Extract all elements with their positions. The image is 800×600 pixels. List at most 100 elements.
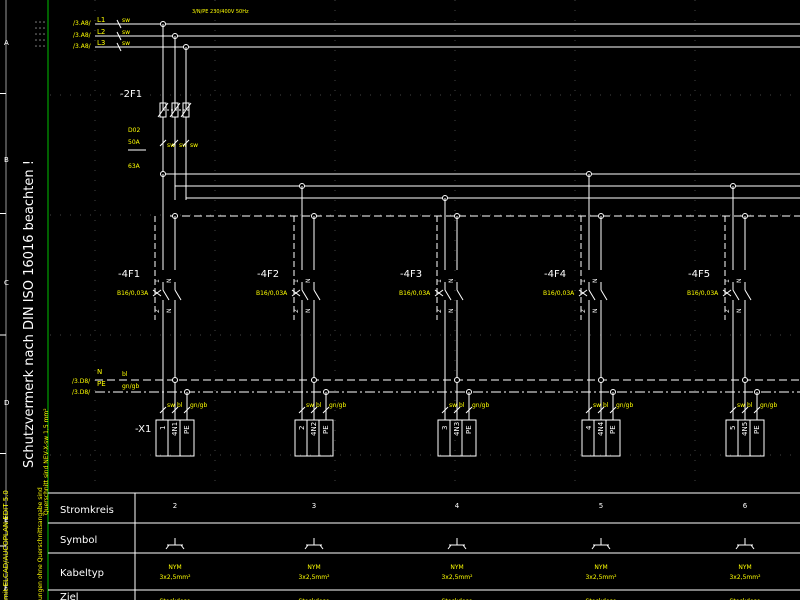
grid-dot	[43, 33, 45, 35]
table-row-ziel: Ziel	[60, 592, 79, 600]
cable-type: NYM	[168, 564, 181, 571]
contact-blade	[732, 289, 740, 301]
pin-n: N	[736, 279, 743, 284]
contact-blade	[301, 289, 309, 301]
row-letter-a: A	[4, 39, 9, 47]
wire-tick	[310, 406, 318, 414]
cable-type: NYM	[307, 564, 320, 571]
breaker-id: -4F1	[118, 269, 140, 280]
grid-dot	[39, 33, 41, 35]
thermal-symbol	[578, 289, 588, 297]
wire-label-pe: gn/gb	[190, 402, 207, 409]
wire-tick	[159, 406, 167, 414]
circuit-number: 4	[455, 502, 460, 510]
socket-symbol	[304, 544, 309, 550]
grid-dot	[43, 45, 45, 47]
neutral-color: bl	[122, 371, 128, 378]
socket-symbol	[447, 544, 452, 550]
grid-dot	[39, 39, 41, 41]
neutral-tap	[454, 377, 460, 383]
wire-tick	[597, 406, 605, 414]
wire-label-neutral: bl	[177, 402, 183, 409]
neutral-tap	[172, 377, 178, 383]
terminal-name: 4N5	[741, 422, 749, 436]
neutral-tap	[598, 377, 604, 383]
wire-tick	[116, 31, 122, 41]
grid-dot	[43, 39, 45, 41]
breaker-spec: B16/0,03A	[117, 290, 149, 297]
terminal-number: 3	[441, 426, 449, 430]
table-row-symbol: Symbol	[60, 535, 97, 546]
main-breaker-rating: 50A	[128, 139, 141, 146]
wire-label-neutral: bl	[316, 402, 322, 409]
contact-blade	[456, 289, 464, 301]
terminal-pe: PE	[465, 425, 473, 434]
contact-blade	[162, 289, 170, 301]
pin-number: 2	[436, 309, 443, 313]
circuit-number: 6	[743, 502, 748, 510]
cable-size: 3x2,5mm²	[298, 574, 330, 581]
contact-blade	[600, 289, 608, 301]
wire-tick	[729, 406, 737, 414]
circuit-target: Steckdose	[442, 598, 473, 600]
terminal-block	[437, 419, 477, 457]
wire-tick	[298, 406, 306, 414]
pin-number: 2	[293, 309, 300, 313]
protection-note: Schutzvermerk nach DIN ISO 16016 beachte…	[22, 160, 37, 468]
thermal-symbol	[434, 289, 444, 297]
pin-number: 1	[154, 279, 161, 283]
neutral-tap	[742, 377, 748, 383]
main-breaker-id: -2F1	[120, 89, 142, 100]
table-row-kabeltyp: Kabeltyp	[60, 568, 104, 579]
feeder-color: sw	[190, 142, 198, 149]
pin-n: N	[736, 309, 743, 314]
socket-symbol	[606, 544, 611, 550]
grid-dot	[43, 27, 45, 29]
wire-label-neutral: bl	[459, 402, 465, 409]
grid-dot	[35, 33, 37, 35]
phase-color-l3: sw	[122, 40, 130, 47]
terminal-number: 2	[298, 426, 306, 430]
breaker-spec: B16/0,03A	[399, 290, 431, 297]
supply-note: 3/N/PE 230/400V 50Hz	[192, 9, 249, 15]
cable-size: 3x2,5mm²	[441, 574, 473, 581]
cable-size: 3x2,5mm²	[585, 574, 617, 581]
thermal-symbol	[152, 289, 162, 297]
wire-label-neutral: bl	[747, 402, 753, 409]
wire-tick	[183, 406, 191, 414]
contact-blade	[444, 289, 452, 301]
wire-label-phase: sw	[593, 402, 601, 409]
wire-label-phase: sw	[449, 402, 457, 409]
breaker-spec: B16/0,03A	[256, 290, 288, 297]
wire-tick	[116, 42, 122, 52]
grid-dot	[35, 45, 37, 47]
pe-color: gn/gb	[122, 383, 139, 390]
row-letter-c: C	[4, 279, 9, 287]
wire-label-pe: gn/gb	[329, 402, 346, 409]
terminal-block	[725, 419, 765, 457]
socket-symbol	[165, 544, 170, 550]
grid-dot	[43, 21, 45, 23]
socket-symbol	[591, 544, 596, 550]
breaker-id: -4F2	[257, 269, 279, 280]
wire-label-pe: gn/gb	[616, 402, 633, 409]
socket-symbol	[735, 544, 740, 550]
breaker-spec: B16/0,03A	[543, 290, 575, 297]
wire-tick	[171, 406, 179, 414]
terminal-name: 4N3	[453, 422, 461, 436]
circuit-number: 2	[173, 502, 177, 510]
wire-label-pe: gn/gb	[760, 402, 777, 409]
terminal-pe: PE	[753, 425, 761, 434]
wire-tick	[753, 406, 761, 414]
wire-label-phase: sw	[167, 402, 175, 409]
socket-symbol	[319, 544, 324, 550]
socket-symbol	[750, 544, 755, 550]
terminal-name: 4N4	[597, 421, 605, 436]
pin-number: 2	[724, 309, 731, 313]
row-letter-f: F	[4, 584, 8, 592]
breaker-id: -4F3	[400, 269, 422, 280]
pin-number: 2	[580, 309, 587, 313]
neutral-tap	[311, 377, 317, 383]
pin-n: N	[448, 279, 455, 284]
breaker-spec: B16/0,03A	[687, 290, 719, 297]
